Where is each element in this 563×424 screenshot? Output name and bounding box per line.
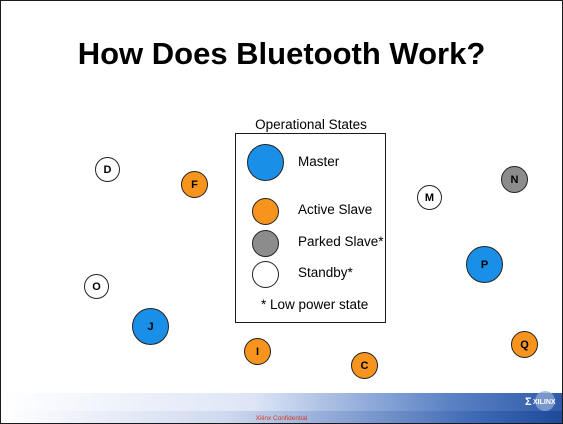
legend-marker-master [247,144,284,181]
node-n-label: N [510,173,519,186]
node-c: C [351,352,378,379]
svg-text:Σ: Σ [525,396,532,408]
legend-box: Master Active Slave Parked Slave* Standb… [235,133,386,323]
node-j-label: J [147,320,154,333]
node-c-label: C [360,359,369,372]
node-d-label: D [103,163,112,176]
xilinx-logo-text: XILINX [533,399,556,406]
legend-marker-standby [252,261,279,288]
legend-label-parked-slave: Parked Slave* [298,234,384,249]
node-p: P [466,246,503,283]
node-i-label: I [255,345,260,358]
legend-label-master: Master [298,154,340,169]
legend-title: Operational States [255,117,367,132]
slide-title: How Does Bluetooth Work? [77,36,486,71]
legend-marker-active-slave [252,198,279,225]
node-m-label: M [424,191,435,204]
node-q: Q [511,331,538,358]
node-d: D [95,157,120,182]
node-f-label: F [191,178,198,191]
legend-label-standby: Standby* [298,265,353,280]
legend-marker-parked-slave [252,230,279,257]
node-i: I [244,338,271,365]
node-o: O [84,274,109,299]
node-p-label: P [480,258,489,271]
node-n: N [501,166,528,193]
node-m: M [417,185,442,210]
legend-label-active-slave: Active Slave [298,202,373,217]
node-f: F [181,171,208,198]
footer-confidential: Xilinx Confidential [255,415,308,422]
node-j: J [132,308,169,345]
node-q-label: Q [520,338,529,351]
footer-bar [1,393,562,423]
xilinx-logo: Σ XILINX [525,391,556,411]
legend-footnote: * Low power state [261,297,369,312]
node-o-label: O [92,280,101,293]
